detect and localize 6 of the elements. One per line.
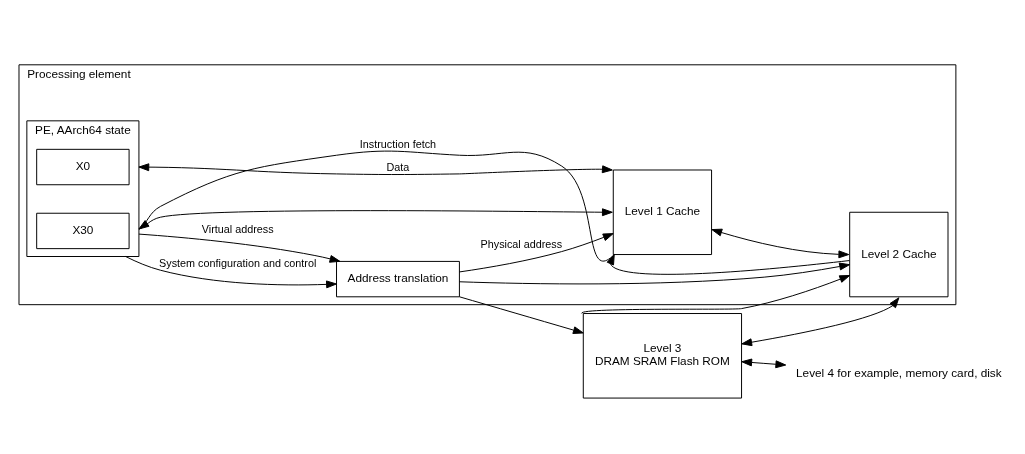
edge-label: Data — [386, 160, 410, 173]
node-text: Level 4 for example, memory card, disk — [796, 365, 1002, 379]
edge-label: Virtual address — [201, 222, 274, 235]
edge-label: Instruction fetch — [359, 137, 437, 150]
edge-label: Physical address — [480, 237, 563, 250]
edge-label: System configuration and control — [159, 256, 317, 269]
